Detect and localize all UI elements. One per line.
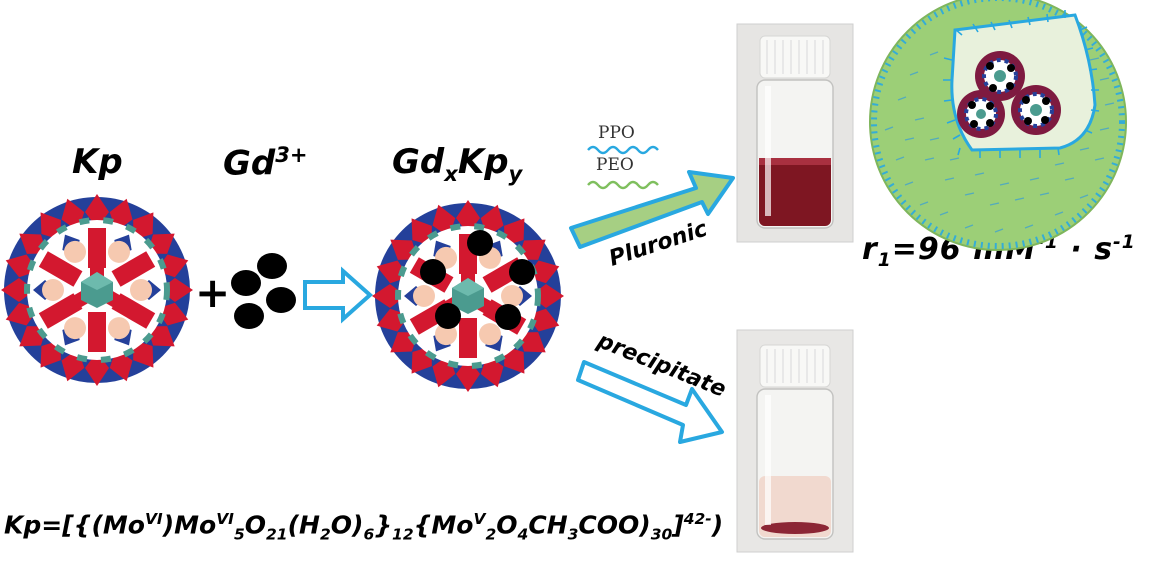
encapsulated-clusters [957,51,1061,138]
kp-label: Kp [72,142,123,182]
ppo-wave [587,145,659,155]
gdx-kpy-cluster [372,200,564,392]
precipitate-arrow [576,360,724,444]
relaxivity-sub: 1 [877,250,892,271]
product-label: GdxKpy [392,142,522,186]
gd-charge: 3+ [275,142,308,167]
ppo-label: PPO [598,123,635,143]
gd-ion-label: Gd3+ [223,142,308,183]
kp-formula: Kp=[{(MoVI)MoVI5O21(H2O)6}12{MoV2O4CH3CO… [4,510,724,544]
relaxivity-symbol: r [862,232,878,267]
peo-wave [587,180,659,190]
product-kp: Kp [457,142,509,182]
reaction-arrow [303,266,374,324]
vial-photo-precipitate [736,329,854,553]
kp-cluster [1,194,193,386]
product-sub-y: y [508,160,523,186]
gd-symbol: Gd [223,143,276,184]
vial-photo-solution [736,23,854,243]
product-gd: Gd [392,142,445,182]
bound-gd-ions [420,230,535,330]
plus-sign: + [195,268,231,317]
peo-label: PEO [596,155,634,175]
relaxivity-exp-b: -1 [1113,232,1136,253]
gd-ions [231,253,296,329]
relaxivity-unit-b: s [1094,232,1114,267]
product-sub-x: x [444,160,458,186]
pluronic-arrow [569,170,735,249]
micelle-illustration [869,0,1127,251]
relaxivity-dot: · [1070,232,1083,267]
